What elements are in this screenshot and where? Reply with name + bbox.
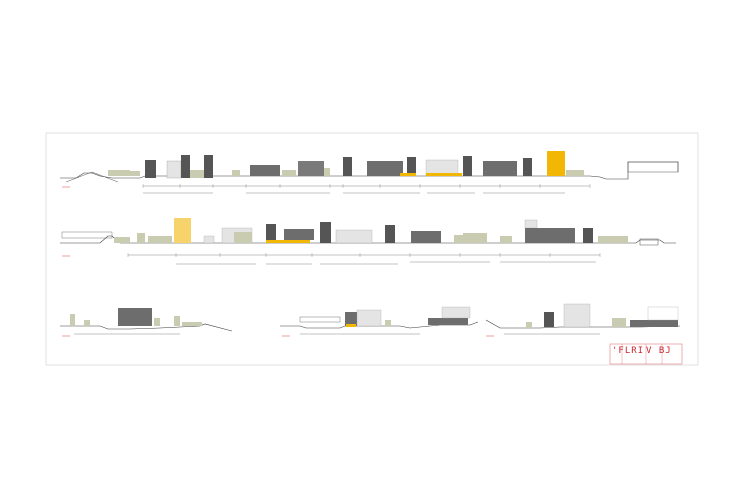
building-tower [523, 158, 532, 176]
building-tower [266, 224, 276, 243]
building-block [345, 312, 357, 326]
building-block [250, 165, 280, 176]
building-block [524, 219, 538, 229]
vegetation-block [598, 236, 628, 243]
vegetation-block [385, 320, 391, 326]
building-block [411, 231, 441, 243]
elevation-1 [60, 151, 679, 194]
vegetation-block [148, 236, 172, 243]
dimension-ticks [142, 184, 591, 188]
section-c [485, 303, 681, 337]
highlight-band [400, 173, 416, 176]
building-block [166, 160, 182, 179]
vegetation-block [108, 170, 130, 176]
vegetation-block [282, 170, 296, 176]
highlight-band [266, 240, 310, 243]
building-tower [583, 228, 593, 243]
building-block [463, 233, 487, 243]
vegetation-block [324, 168, 330, 176]
vegetation-block [612, 318, 626, 327]
vegetation-block [114, 237, 130, 243]
bridge-structure [65, 171, 119, 183]
building-tower [145, 160, 156, 178]
title-block: 'FLRI V BJ [609, 343, 683, 365]
building-block [284, 229, 314, 240]
building-block [367, 161, 403, 176]
building-tower [181, 155, 190, 178]
building-block [356, 309, 382, 327]
building-tower [463, 156, 472, 176]
building-tower [385, 225, 395, 243]
vegetation-block [182, 322, 202, 326]
vegetation-block [174, 316, 180, 326]
logo-suffix: V BJ [646, 346, 672, 356]
vegetation-block [234, 232, 252, 243]
building-block [118, 308, 152, 326]
vegetation-block [70, 314, 75, 326]
building-block [525, 228, 575, 243]
building-block [137, 233, 145, 243]
dimension-lines [143, 185, 590, 194]
vegetation-block [500, 236, 512, 243]
highlight-band [346, 324, 356, 327]
building-block [483, 161, 517, 176]
building-block [190, 170, 204, 178]
vegetation-block [526, 322, 532, 328]
vegetation-block [84, 320, 90, 326]
logo-text: 'FLRI [612, 346, 644, 356]
highlight-band [426, 173, 462, 176]
building-block [203, 235, 215, 244]
building-block [335, 229, 373, 244]
vegetation-block [154, 318, 160, 326]
building-block [563, 303, 591, 328]
building-tower [204, 155, 213, 178]
building-block [441, 306, 471, 319]
building-tower [320, 222, 331, 243]
building-block [428, 318, 468, 325]
ground-line [60, 323, 233, 332]
section-b [280, 306, 479, 337]
vegetation-block [454, 235, 464, 243]
building-block [647, 306, 679, 321]
building-block [544, 312, 554, 327]
dimension-ticks [127, 253, 601, 257]
vegetation-block [232, 170, 240, 176]
highlight-tower [547, 151, 565, 176]
dimension-lines [128, 254, 600, 265]
section-a [60, 308, 233, 337]
shed-structure [639, 238, 659, 246]
building-block [298, 161, 324, 176]
highlight-tower [174, 218, 191, 243]
bridge-structure [61, 231, 113, 239]
building-block [630, 320, 678, 327]
vegetation-block [566, 170, 584, 176]
bridge-structure [299, 316, 341, 323]
shed-structure [627, 161, 679, 173]
building-tower [407, 157, 416, 176]
elevation-2 [60, 218, 676, 265]
vegetation-block [128, 171, 140, 176]
building-tower [343, 157, 352, 176]
